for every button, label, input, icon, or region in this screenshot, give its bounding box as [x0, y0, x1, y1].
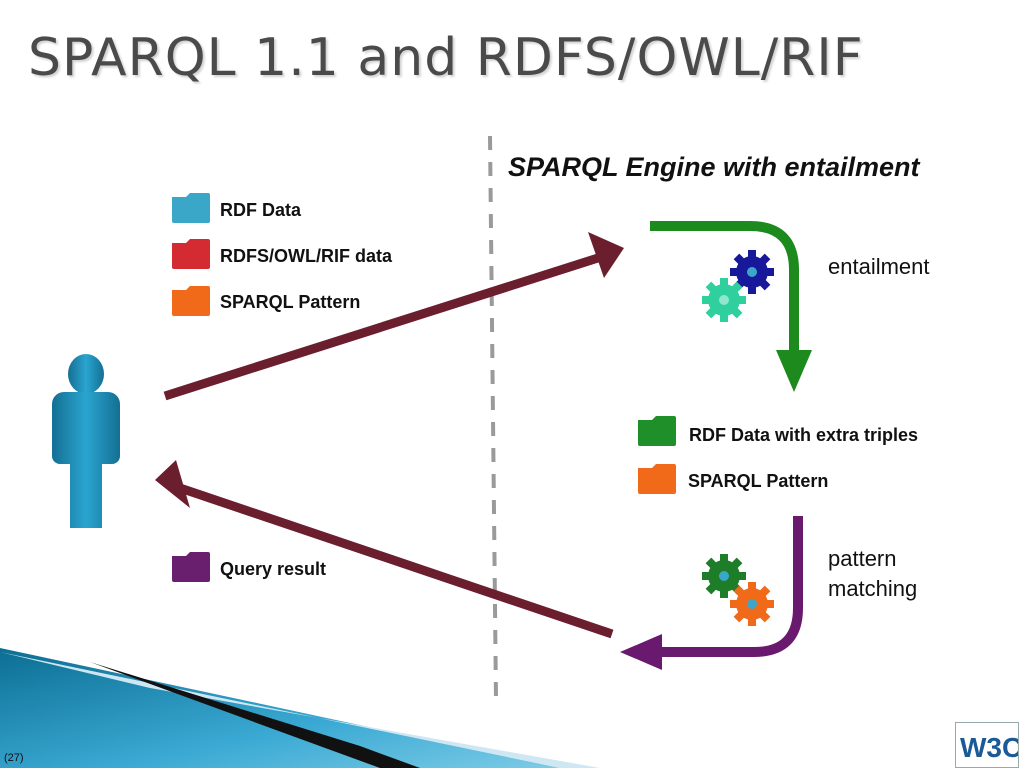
w3c-logo: W3C	[955, 722, 1022, 768]
request-arrow	[163, 232, 624, 401]
gear-icon-teal	[702, 278, 746, 322]
input-label-rdf-data: RDF Data	[220, 200, 302, 220]
page-number: (27)	[4, 752, 24, 764]
slide-title: SPARQL 1.1 and RDFS/OWL/RIF	[28, 28, 864, 88]
matching-arrow	[620, 516, 803, 670]
input-label-rdfs-owl-rif: RDFS/OWL/RIF data	[220, 246, 392, 266]
input-label-sparql-pattern: SPARQL Pattern	[220, 292, 361, 312]
folder-icon-rdf-data	[172, 193, 210, 223]
w3c-logo-mark: W3C	[960, 732, 1022, 763]
folder-icon-query-result	[172, 552, 210, 582]
gear-icon-orange	[730, 582, 774, 626]
pattern-matching-label-line2: matching	[828, 576, 918, 601]
folder-icon-rdfs-owl-rif	[172, 239, 210, 269]
engine-title: SPARQL Engine with entailment	[508, 152, 920, 182]
output-label-query-result: Query result	[220, 559, 327, 579]
divider-line	[488, 135, 498, 701]
gear-icon-green	[702, 554, 746, 598]
response-arrow	[155, 460, 614, 639]
pattern-matching-label-line1: pattern	[828, 546, 897, 571]
folder-icon-sparql-pattern	[172, 286, 210, 316]
person-icon	[52, 354, 120, 528]
decorative-band	[0, 648, 600, 768]
intermediate-label-sparql-pattern: SPARQL Pattern	[688, 471, 829, 491]
folder-icon-rdf-extra-triples	[638, 416, 676, 446]
entailment-label: entailment	[828, 254, 930, 279]
w3c-logo-text: W3C	[960, 732, 1018, 763]
folder-icon-sparql-pattern-2	[638, 464, 676, 494]
gear-icon-blue	[730, 250, 774, 294]
intermediate-label-rdf-extra-triples: RDF Data with extra triples	[689, 425, 919, 445]
entailment-arrow	[650, 221, 812, 392]
